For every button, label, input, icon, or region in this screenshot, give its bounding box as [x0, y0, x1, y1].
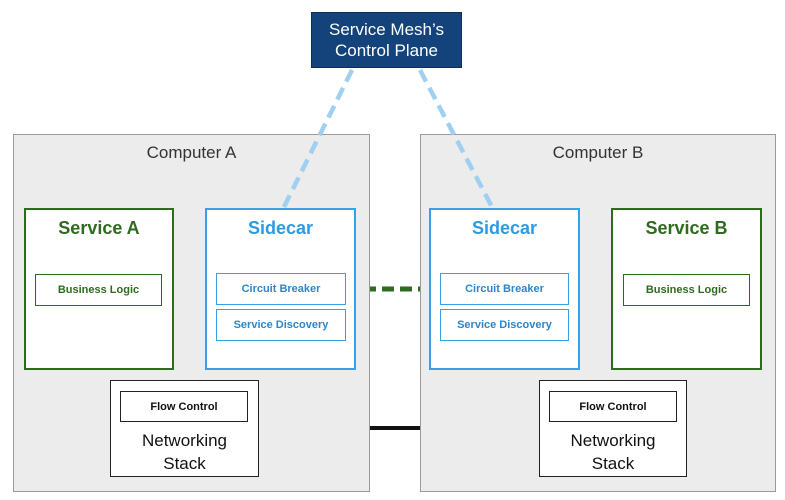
sidecar-b-title: Sidecar — [471, 218, 538, 238]
sidecar-b-circuit-breaker: Circuit Breaker — [440, 273, 569, 305]
computer-b-title: Computer B — [552, 143, 644, 162]
networking-stack-a-label: Networking Stack — [141, 431, 228, 473]
computer-a-title: Computer A — [146, 143, 237, 162]
flow-control-b: Flow Control — [549, 391, 677, 422]
sidecar-a-title: Sidecar — [247, 218, 314, 238]
sidecar-a-service-discovery: Service Discovery — [216, 309, 346, 341]
service-mesh-control-plane: Service Mesh’s Control Plane — [311, 12, 462, 68]
flow-control-a: Flow Control — [120, 391, 248, 422]
service-b-title: Service B — [645, 218, 728, 238]
control-plane-to-sidecar-a-link — [281, 68, 355, 209]
sidecar-a-circuit-breaker: Circuit Breaker — [216, 273, 346, 305]
control-plane-to-sidecar-b-link — [418, 68, 494, 209]
networking-stack-b-label: Networking Stack — [570, 431, 656, 473]
service-a-business-logic: Business Logic — [35, 274, 162, 306]
service-b-business-logic: Business Logic — [623, 274, 750, 306]
control-plane-label-line1: Service Mesh’s — [329, 20, 444, 39]
service-a-title: Service A — [58, 218, 140, 238]
sidecar-b-service-discovery: Service Discovery — [440, 309, 569, 341]
control-plane-label-line2: Control Plane — [334, 41, 438, 60]
